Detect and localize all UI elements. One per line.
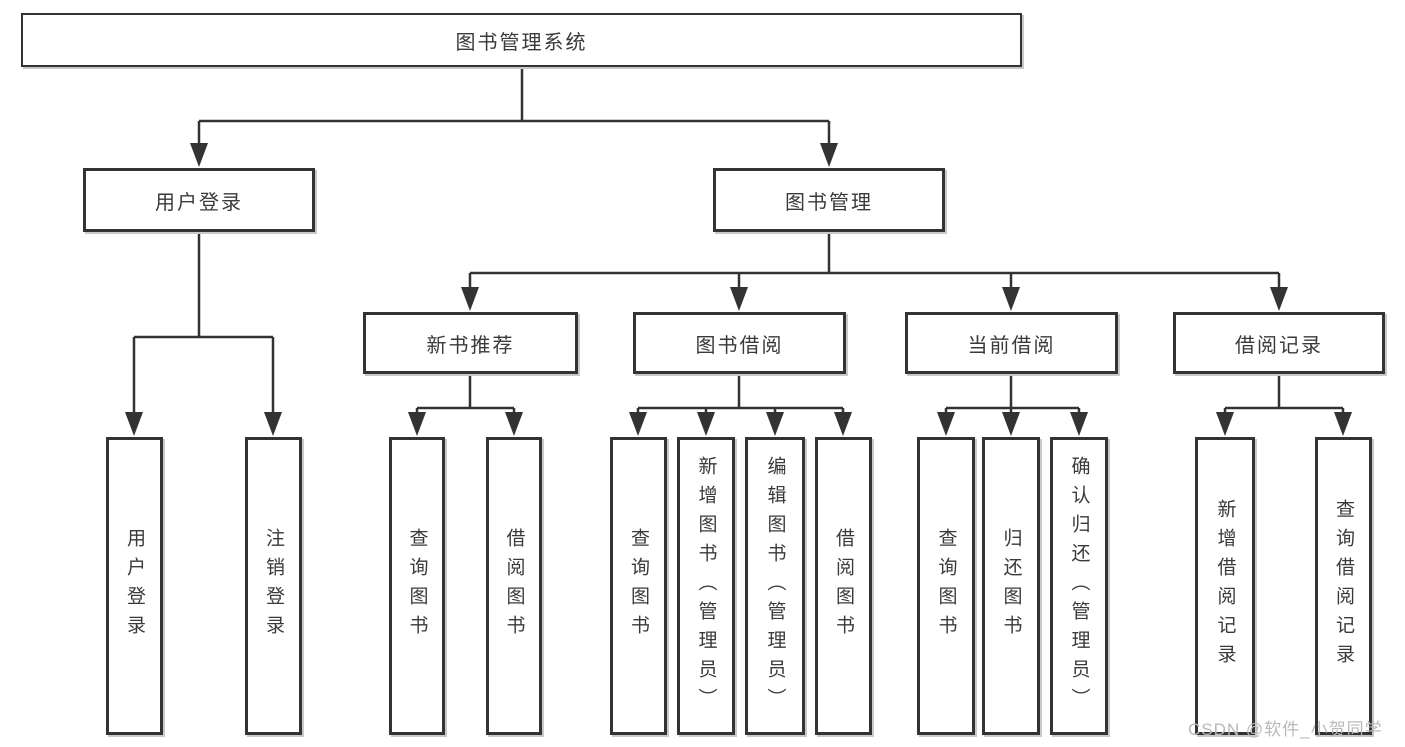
leaf-label: 查询图书 [628,528,649,644]
arrowhead-down-icon [408,412,426,436]
leaf-label: 编辑图书（管理员） [764,455,786,717]
node-borrow-record: 借阅记录 [1173,312,1385,374]
leaf-query-book-recommend: 查询图书 [389,437,445,735]
arrowhead-down-icon [629,412,647,436]
connector-book-management-to-level3 [461,232,1288,311]
node-current-borrow-label: 当前借阅 [967,334,1056,357]
leaf-logout: 注销登录 [245,437,302,735]
node-borrow-record-label: 借阅记录 [1235,334,1323,357]
connector-line [415,374,516,421]
leaf-query-book-borrow: 查询图书 [610,437,667,735]
arrowhead-down-icon [766,412,784,436]
connector-book-borrow-to-leaves [629,374,852,436]
arrowhead-down-icon [1070,412,1088,436]
node-new-book-recommend-label: 新书推荐 [426,334,515,357]
connector-current-borrow-to-leaves [937,374,1088,436]
leaf-query-borrow-record: 查询借阅记录 [1315,437,1372,735]
node-book-management: 图书管理 [713,168,945,232]
arrowhead-down-icon [505,412,523,436]
leaf-label: 借阅图书 [503,528,525,644]
node-book-borrow-label: 图书借阅 [695,334,784,357]
arrowhead-down-icon [834,412,852,436]
leaf-label: 查询借阅记录 [1333,499,1354,673]
leaf-label: 用户登录 [124,528,145,644]
leaf-add-borrow-record: 新增借阅记录 [1195,437,1255,735]
connector-borrow-record-to-leaves [1216,374,1352,436]
leaf-add-book-admin: 新增图书（管理员） [677,437,735,735]
node-user-login-label: 用户登录 [155,191,243,214]
node-book-management-label: 图书管理 [785,191,873,214]
leaf-borrow-book-recommend: 借阅图书 [486,437,542,735]
arrowhead-down-icon [190,143,208,167]
arrowhead-down-icon [264,412,282,436]
arrowhead-down-icon [1002,287,1020,311]
leaf-query-current-borrow: 查询图书 [917,437,975,735]
leaf-return-book: 归还图书 [982,437,1040,735]
leaf-confirm-return-admin: 确认归还（管理员） [1050,437,1108,735]
connector-line [636,374,845,421]
arrowhead-down-icon [461,287,479,311]
connector-new-book-recommend-to-leaves [408,374,523,436]
leaf-label: 归还图书 [1000,528,1022,644]
connector-line [132,232,275,419]
leaf-label: 注销登录 [263,528,284,644]
connector-line [468,232,1281,294]
leaf-label: 查询图书 [935,528,957,644]
node-library-system-label: 图书管理系统 [455,31,588,54]
connector-line [197,67,831,150]
arrowhead-down-icon [1270,287,1288,311]
node-user-login: 用户登录 [83,168,315,232]
arrowhead-down-icon [1216,412,1234,436]
node-library-system: 图书管理系统 [21,13,1022,67]
leaf-label: 确认归还（管理员） [1068,455,1090,717]
leaf-label: 新增图书（管理员） [695,455,717,717]
arrowhead-down-icon [125,412,143,436]
leaf-label: 借阅图书 [833,528,854,644]
connector-root-to-level2 [190,67,838,167]
leaf-edit-book-admin: 编辑图书（管理员） [745,437,805,735]
node-new-book-recommend: 新书推荐 [363,312,578,374]
arrowhead-down-icon [697,412,715,436]
leaf-label: 新增借阅记录 [1214,499,1236,673]
arrowhead-down-icon [820,143,838,167]
arrowhead-down-icon [1002,412,1020,436]
arrowhead-down-icon [1334,412,1352,436]
leaf-borrow-book: 借阅图书 [815,437,872,735]
node-book-borrow: 图书借阅 [633,312,846,374]
arrowhead-down-icon [730,287,748,311]
node-current-borrow: 当前借阅 [905,312,1118,374]
connector-user-login-to-leaves [125,232,282,436]
leaf-user-login: 用户登录 [106,437,163,735]
leaf-label: 查询图书 [406,528,428,644]
arrowhead-down-icon [937,412,955,436]
csdn-watermark: CSDN @软件_小贺同学 [1188,720,1383,739]
connector-line [1223,374,1345,421]
